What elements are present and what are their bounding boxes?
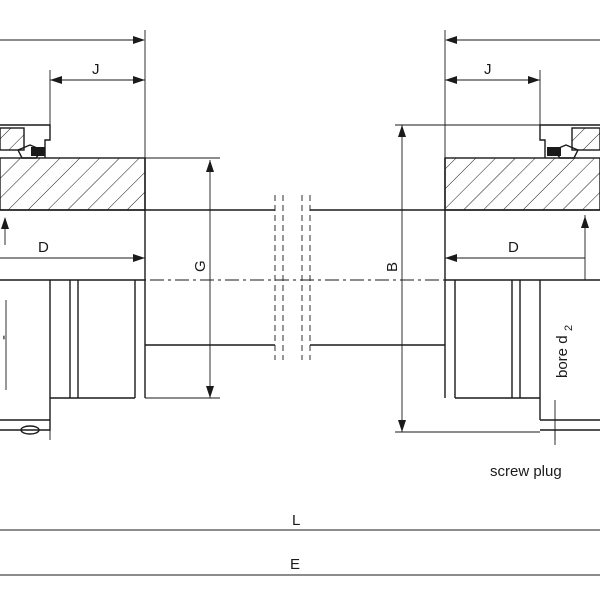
label-bore: bore d bbox=[554, 335, 571, 378]
shaft-break bbox=[274, 195, 311, 360]
label-d-right: D bbox=[508, 239, 519, 256]
right-oring bbox=[547, 147, 561, 156]
left-screw-plug bbox=[20, 425, 40, 435]
label-bore-sub: 2 bbox=[563, 325, 575, 331]
dim-left-top bbox=[0, 30, 146, 158]
label-e: E bbox=[290, 556, 300, 573]
left-flange-outline bbox=[0, 124, 51, 158]
right-seal-section bbox=[571, 127, 600, 151]
label-g: G bbox=[192, 260, 209, 272]
label-d-left: D bbox=[38, 239, 49, 256]
right-lower-body bbox=[444, 279, 600, 345]
left-lower-body bbox=[0, 279, 146, 345]
label-b: B bbox=[384, 262, 401, 272]
dim-d-right bbox=[445, 215, 589, 280]
left-oring bbox=[31, 147, 45, 156]
dim-g bbox=[145, 157, 220, 399]
svg-text:‑: ‑ bbox=[0, 335, 12, 340]
dim-d-left bbox=[0, 254, 145, 262]
dim-right-top bbox=[444, 30, 600, 158]
right-flange-outline bbox=[539, 124, 600, 158]
bore-label-group: bore d 2 bbox=[554, 325, 575, 378]
left-seal-section bbox=[0, 127, 25, 151]
label-l: L bbox=[292, 512, 300, 529]
dim-b bbox=[395, 124, 540, 433]
right-hub-section bbox=[444, 157, 600, 211]
right-hub bbox=[310, 124, 600, 431]
left-hub-section bbox=[0, 157, 146, 211]
label-j-right: J bbox=[484, 61, 492, 78]
left-hub bbox=[0, 124, 275, 435]
label-screw-plug: screw plug bbox=[490, 463, 562, 480]
label-j-left: J bbox=[92, 61, 100, 78]
